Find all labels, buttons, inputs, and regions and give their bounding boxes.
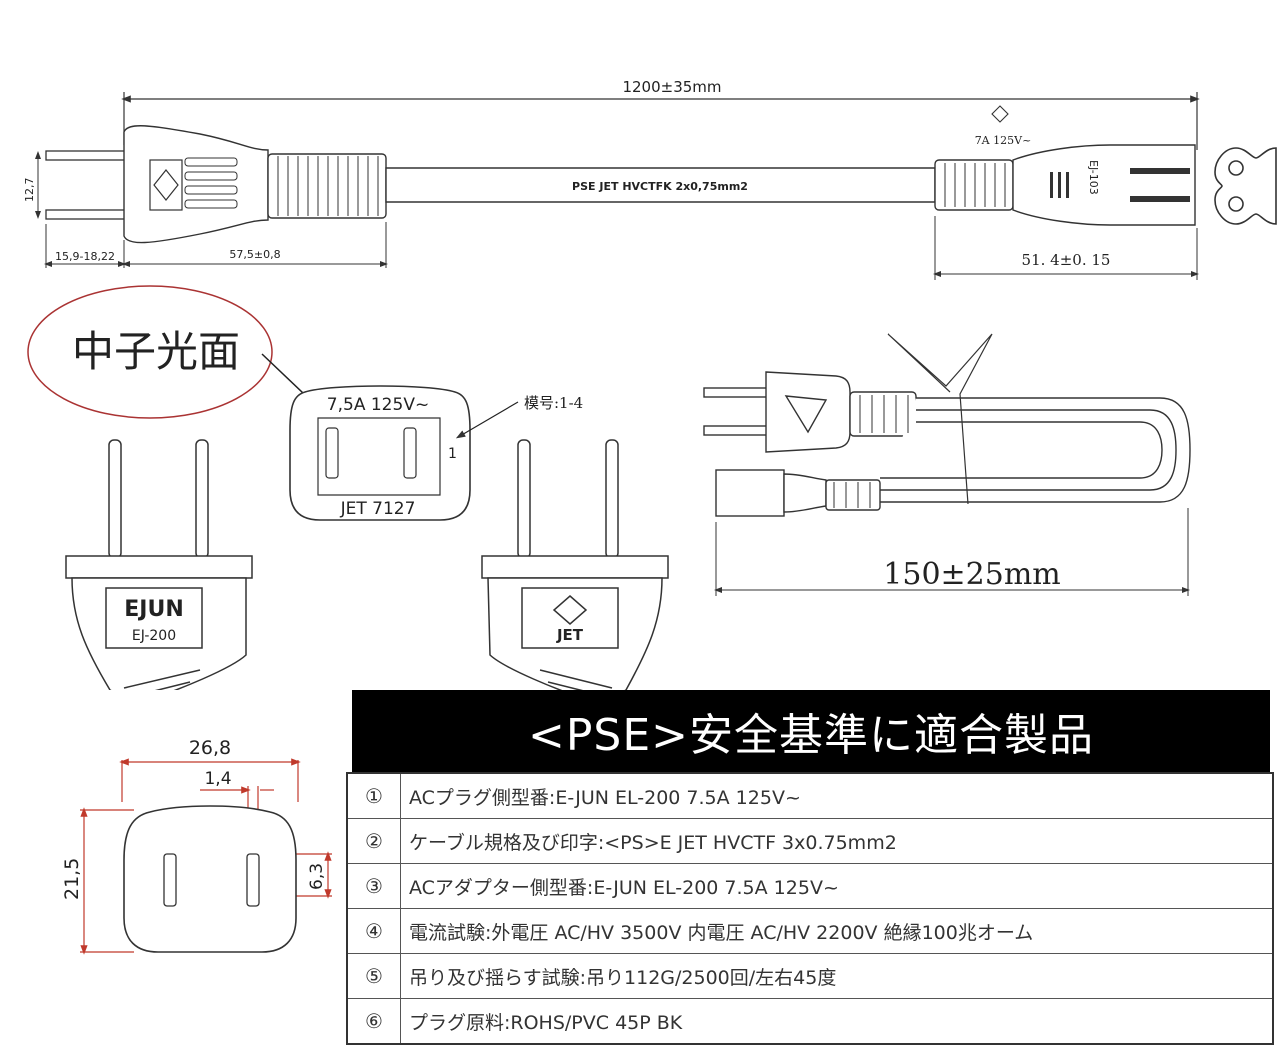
- spec-row-number: ①: [346, 772, 401, 819]
- coil-length-dimension: [714, 508, 1190, 596]
- plug-pins-top: [45, 150, 127, 220]
- connector-rating-label: 7A 125V~: [975, 134, 1032, 147]
- spec-row-text: ケーブル規格及び印字:<PS>E JET HVCTF 3x0.75mm2: [400, 818, 1274, 864]
- connector-length-dimension: [933, 216, 1199, 280]
- oval-callout: [27, 285, 273, 419]
- overall-length-dimension: [121, 92, 1200, 150]
- plug-face-dim-slots: [163, 853, 260, 907]
- spec-row-number: ③: [346, 863, 401, 909]
- connector-body-top: [934, 144, 1196, 226]
- spec-row-number: ⑥: [346, 998, 401, 1045]
- coil-length-label: 150±25mm: [883, 557, 1060, 592]
- spec-row-number: ②: [346, 818, 401, 864]
- spec-row-number: ④: [346, 908, 401, 954]
- plug-grip-ribs: [277, 156, 379, 216]
- pin-spacing-label: 12,7: [23, 178, 36, 203]
- plug-face-number: 1: [448, 446, 457, 462]
- oval-label: 中子光面: [72, 327, 240, 376]
- plug-grip-slots: [184, 157, 238, 209]
- plug-face-slots: [325, 427, 417, 479]
- connector-length-label: 51. 4±0. 15: [1022, 251, 1111, 269]
- face-slot-label: 6,3: [307, 863, 327, 890]
- plug-face-rating: 7,5A 125V~: [327, 395, 429, 415]
- plug-right-mark: JET: [556, 626, 584, 644]
- spec-row-text: 電流試験:外電圧 AC/HV 3500V 内電圧 AC/HV 2200V 絶縁1…: [400, 908, 1274, 954]
- plug-left-model: EJ-200: [132, 628, 176, 644]
- plug-length-dimension: [44, 222, 388, 268]
- cable-print-label: PSE JET HVCTFK 2x0,75mm2: [572, 180, 748, 193]
- spec-row-text: ACアダプター側型番:E-JUN EL-200 7.5A 125V~: [400, 863, 1274, 909]
- plug-body-top: [123, 125, 936, 244]
- pse-mark-small-icon: [991, 105, 1009, 123]
- face-gap-label: 1,4: [204, 769, 231, 789]
- face-width-label: 26,8: [189, 737, 231, 759]
- coil-tie: [887, 333, 993, 505]
- coiled-cable: [703, 371, 1191, 517]
- spec-row-number: ⑤: [346, 953, 401, 999]
- spec-row-text: ACプラグ側型番:E-JUN EL-200 7.5A 125V~: [400, 772, 1274, 819]
- figure-8-socket-icon: [1214, 147, 1277, 225]
- spec-row-text: 吊り及び揺らす試験:吊り112G/2500回/左右45度: [400, 953, 1274, 999]
- plug-right-side: [481, 439, 669, 690]
- spec-title: <PSE>安全基準に適合製品: [352, 690, 1270, 772]
- plug-left-brand: EJUN: [124, 597, 184, 622]
- plug-length-label: 57,5±0,8: [229, 248, 280, 261]
- connector-slots: [1050, 168, 1190, 202]
- coil-ribs: [833, 395, 909, 508]
- face-height-label: 21,5: [61, 858, 83, 900]
- technical-drawing: 1200±35mm 12,7 15,9-18,22: [23, 78, 1277, 690]
- plug-left-side: [65, 439, 253, 690]
- spec-row-text: プラグ原料:ROHS/PVC 45P BK: [400, 998, 1274, 1045]
- pse-mark-icon: [149, 159, 183, 211]
- connector-ribs: [944, 163, 1006, 207]
- overall-length-label: 1200±35mm: [622, 78, 721, 96]
- plug-face-dimensions: 26,8 1,4 21,5 6,3: [61, 737, 332, 955]
- connector-vertical-text: EJ-103: [1087, 160, 1100, 195]
- mold-label: 模号:1-4: [524, 394, 583, 412]
- plug-face-outline: [123, 805, 297, 953]
- plug-face-model: JET 7127: [340, 499, 416, 519]
- mold-leader-line: [455, 401, 519, 439]
- pin-length-label: 15,9-18,22: [55, 250, 115, 263]
